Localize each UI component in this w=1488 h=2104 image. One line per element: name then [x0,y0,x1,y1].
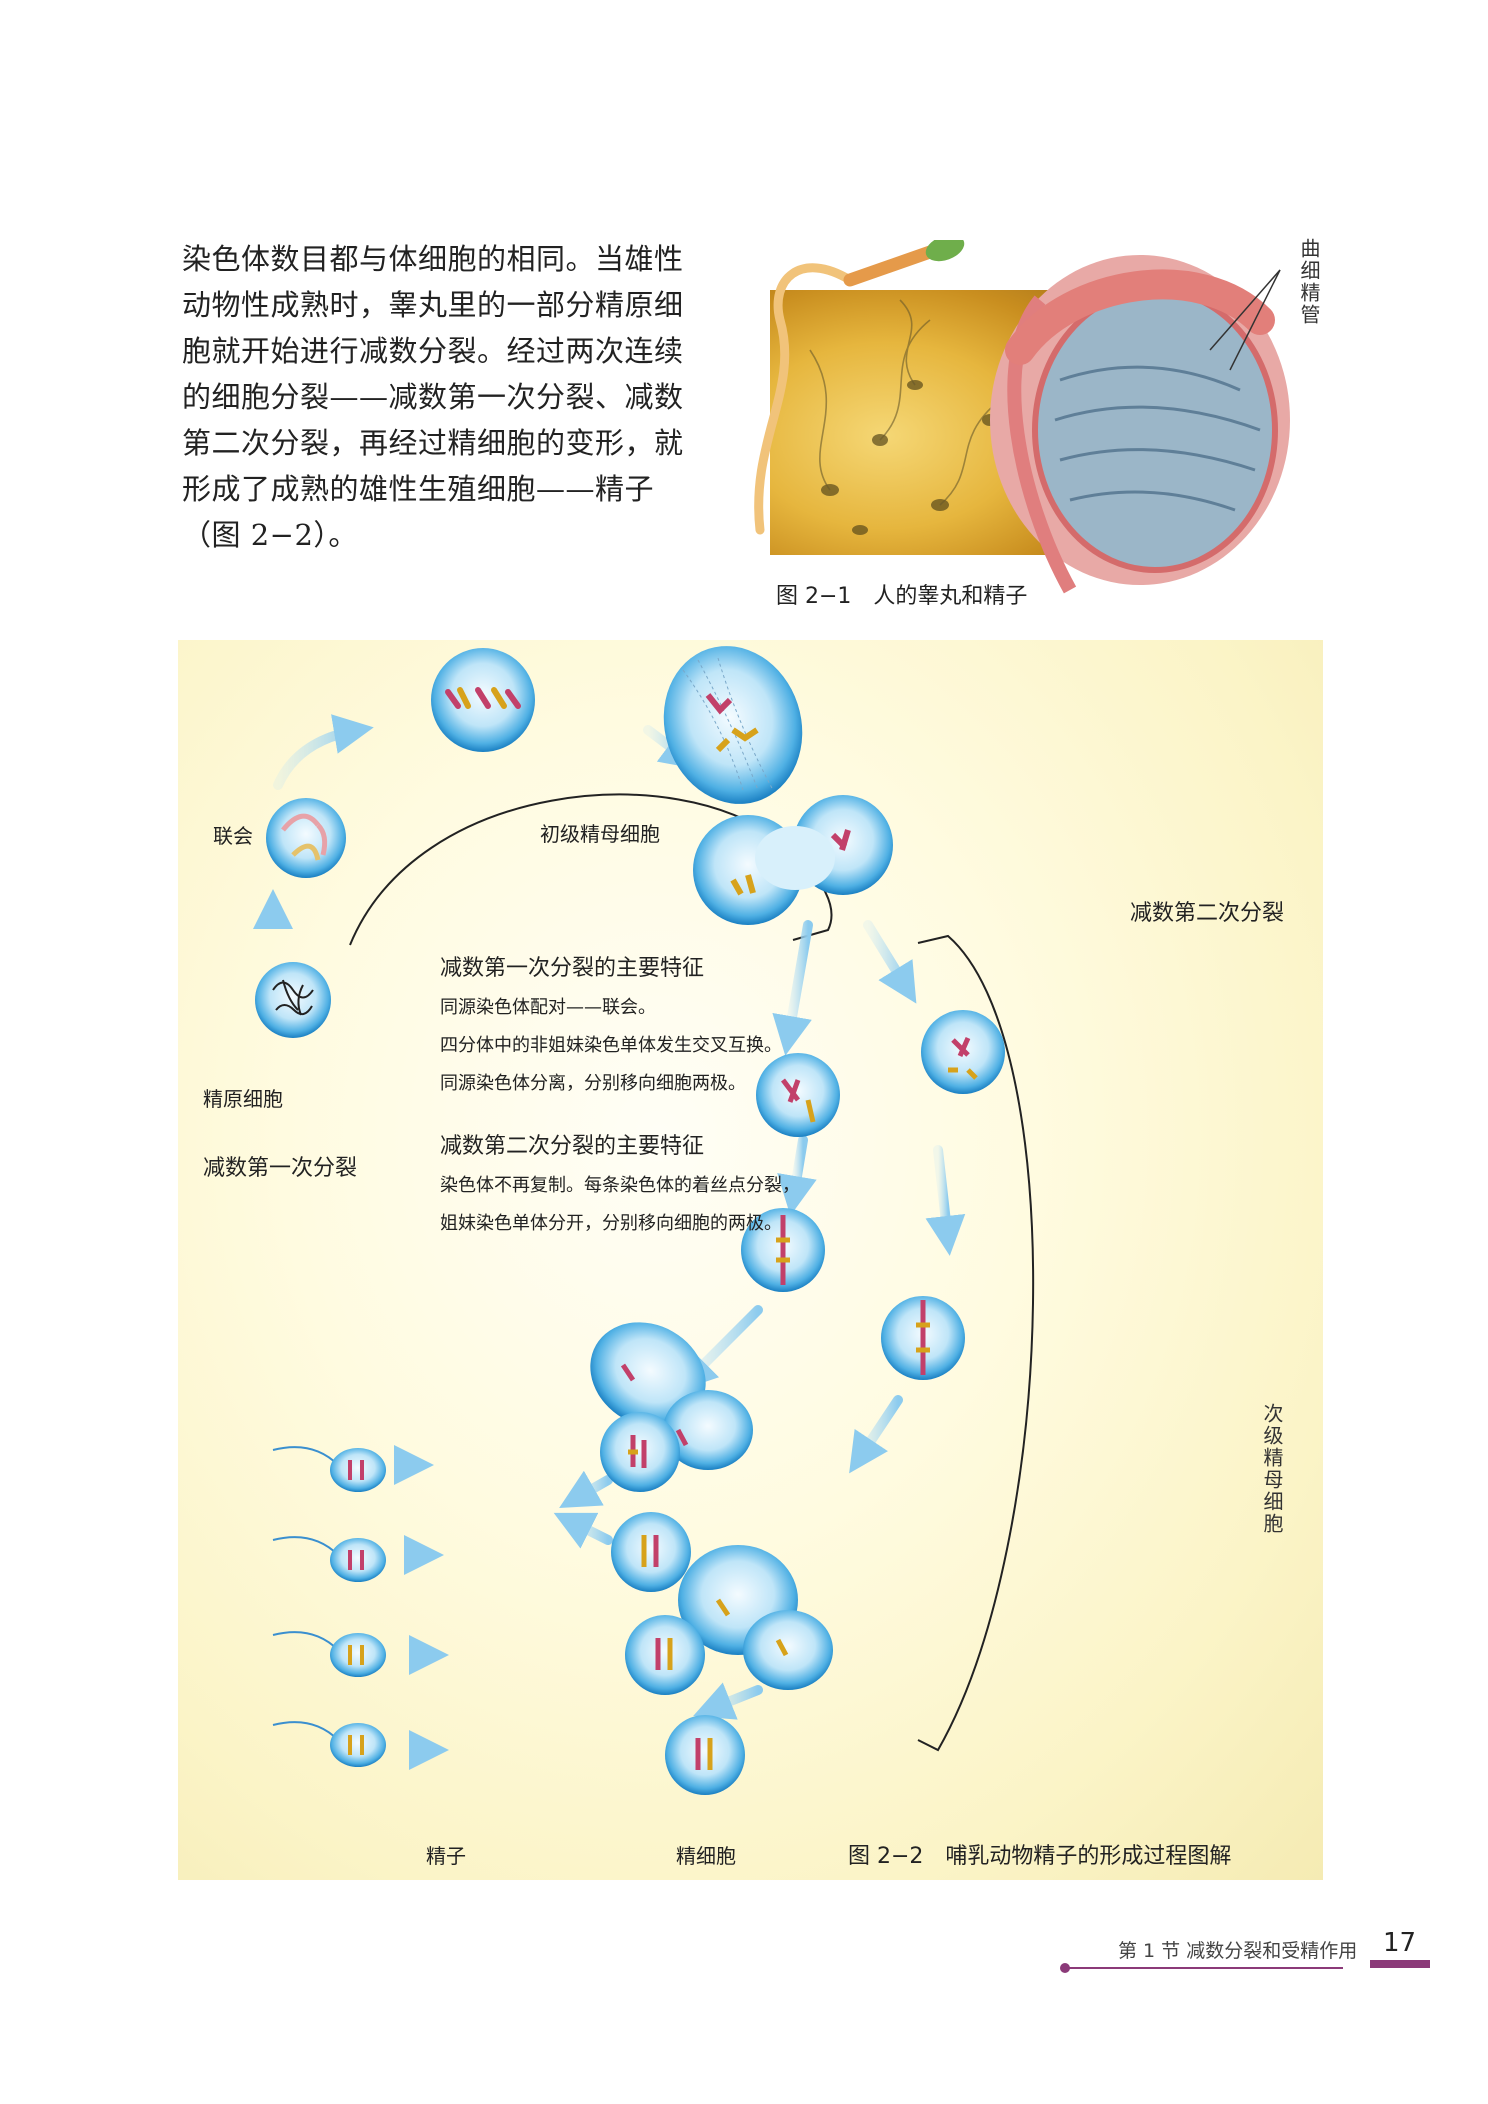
secondary-arc [917,934,1035,1752]
sperm-cell [272,1631,386,1677]
meiosis-ii-label: 减数第二次分裂 [1130,901,1285,926]
intro-line: 第二次分裂，再经过精细胞的变形，就 [182,426,684,460]
figure-2-1-caption: 图 2−1 人的睾丸和精子 [776,584,1028,609]
meiosis-i-label: 减数第一次分裂 [203,1156,358,1181]
sperm-cell [272,1721,386,1767]
features-ii-title: 减数第二次分裂的主要特征 [440,1134,705,1159]
sperm-label: 精子 [426,1844,466,1868]
arrow [273,714,374,790]
intro-line: 染色体数目都与体细胞的相同。当雄性 [182,242,684,276]
arrow [863,920,917,1004]
figure-2-1: 曲细精管 图 2−1 人的睾丸和精子 [740,238,1321,620]
sperm-cell [272,1446,386,1492]
footer-bar [1370,1960,1430,1968]
intro-line: 的细胞分裂——减数第一次分裂、减数 [182,380,684,414]
page-number: 17 [1383,1928,1417,1958]
intro-paragraph: 染色体数目都与体细胞的相同。当雄性 动物性成熟时，睾丸里的一部分精原细 胞就开始… [182,236,684,558]
arrow [925,1145,966,1256]
features-i-item: 同源染色体配对——联会。 [440,997,656,1018]
features-i-item: 四分体中的非姐妹染色单体发生交叉互换。 [440,1035,782,1056]
arrow [553,1512,613,1549]
intro-line: 形成了成熟的雄性生殖细胞——精子 [182,472,655,506]
secondary-cell-right [921,1010,1005,1094]
arrow [777,1135,817,1216]
anaphase-ii-left [590,1322,753,1470]
arrow [559,1470,613,1508]
arrow [849,1395,903,1474]
intro-line: 动物性成熟时，睾丸里的一部分精原细 [182,288,684,322]
spermatid-cell [665,1715,745,1795]
metaphase-ii-right [881,1296,965,1380]
spermatid-label: 精细胞 [676,1844,736,1868]
footer-rule [1065,1967,1343,1969]
tubule-label: 曲细精管 [1297,238,1321,326]
figure-2-2-caption: 图 2−2 哺乳动物精子的形成过程图解 [848,1844,1232,1869]
arrow [772,920,813,1056]
secondary-spermatocyte-label: 次级精母细胞 [1260,1403,1284,1535]
metaphase-ii-left [741,1208,825,1292]
synapsis-label: 联会 [213,824,253,848]
intro-line: （图 2−2）。 [182,518,358,552]
spermatogonium-label: 精原细胞 [203,1087,283,1111]
figure-2-2: 联会 初级精母细胞 减数第二次分裂 精原细胞 减数第一次分裂 次级精母细胞 精子… [178,640,1323,1880]
sperm-cell [272,1536,386,1582]
intro-line: 胞就开始进行减数分裂。经过两次连续 [182,334,684,368]
meiosis-diagram [253,646,1035,1795]
spermatogonium-cell [255,962,331,1038]
features-i-item: 同源染色体分离，分别移向细胞两极。 [440,1073,746,1094]
primary-spermatocyte-label: 初级精母细胞 [540,822,660,846]
secondary-cell-left [756,1053,840,1137]
features-i-title: 减数第一次分裂的主要特征 [440,956,705,981]
section-title: 第 1 节 减数分裂和受精作用 [1118,1940,1358,1962]
anaphase-i-cell [663,646,803,804]
anaphase-ii-right [678,1545,833,1690]
features-ii-item: 姐妹染色单体分开，分别移向细胞的两极。 [440,1213,782,1234]
arrow [693,1682,763,1720]
spermatid-cell [625,1615,705,1695]
features-box: 减数第一次分裂的主要特征 同源染色体配对——联会。 四分体中的非姐妹染色单体发生… [440,950,910,1246]
spermatid-cell [611,1512,691,1592]
telophase-i-cell [693,795,893,925]
spermatid-cell [600,1412,680,1492]
primary-arc [349,793,833,946]
features-ii-item: 染色体不再复制。每条染色体的着丝点分裂， [440,1175,800,1196]
metaphase-i-cell [431,648,535,752]
synapsis-cell [266,798,346,878]
